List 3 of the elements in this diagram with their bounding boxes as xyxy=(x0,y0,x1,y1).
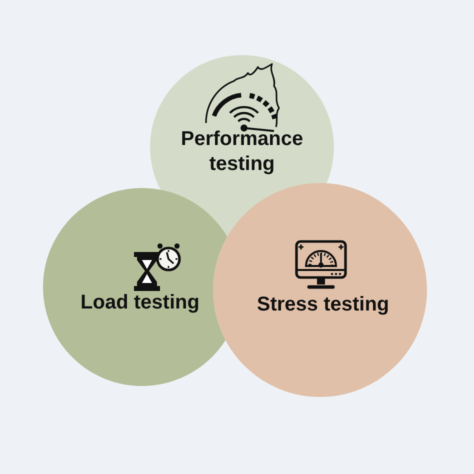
circle-label: Load testing xyxy=(80,290,200,316)
circle-label: Stress testing xyxy=(256,292,390,318)
circle-label: Performance testing xyxy=(180,127,304,177)
